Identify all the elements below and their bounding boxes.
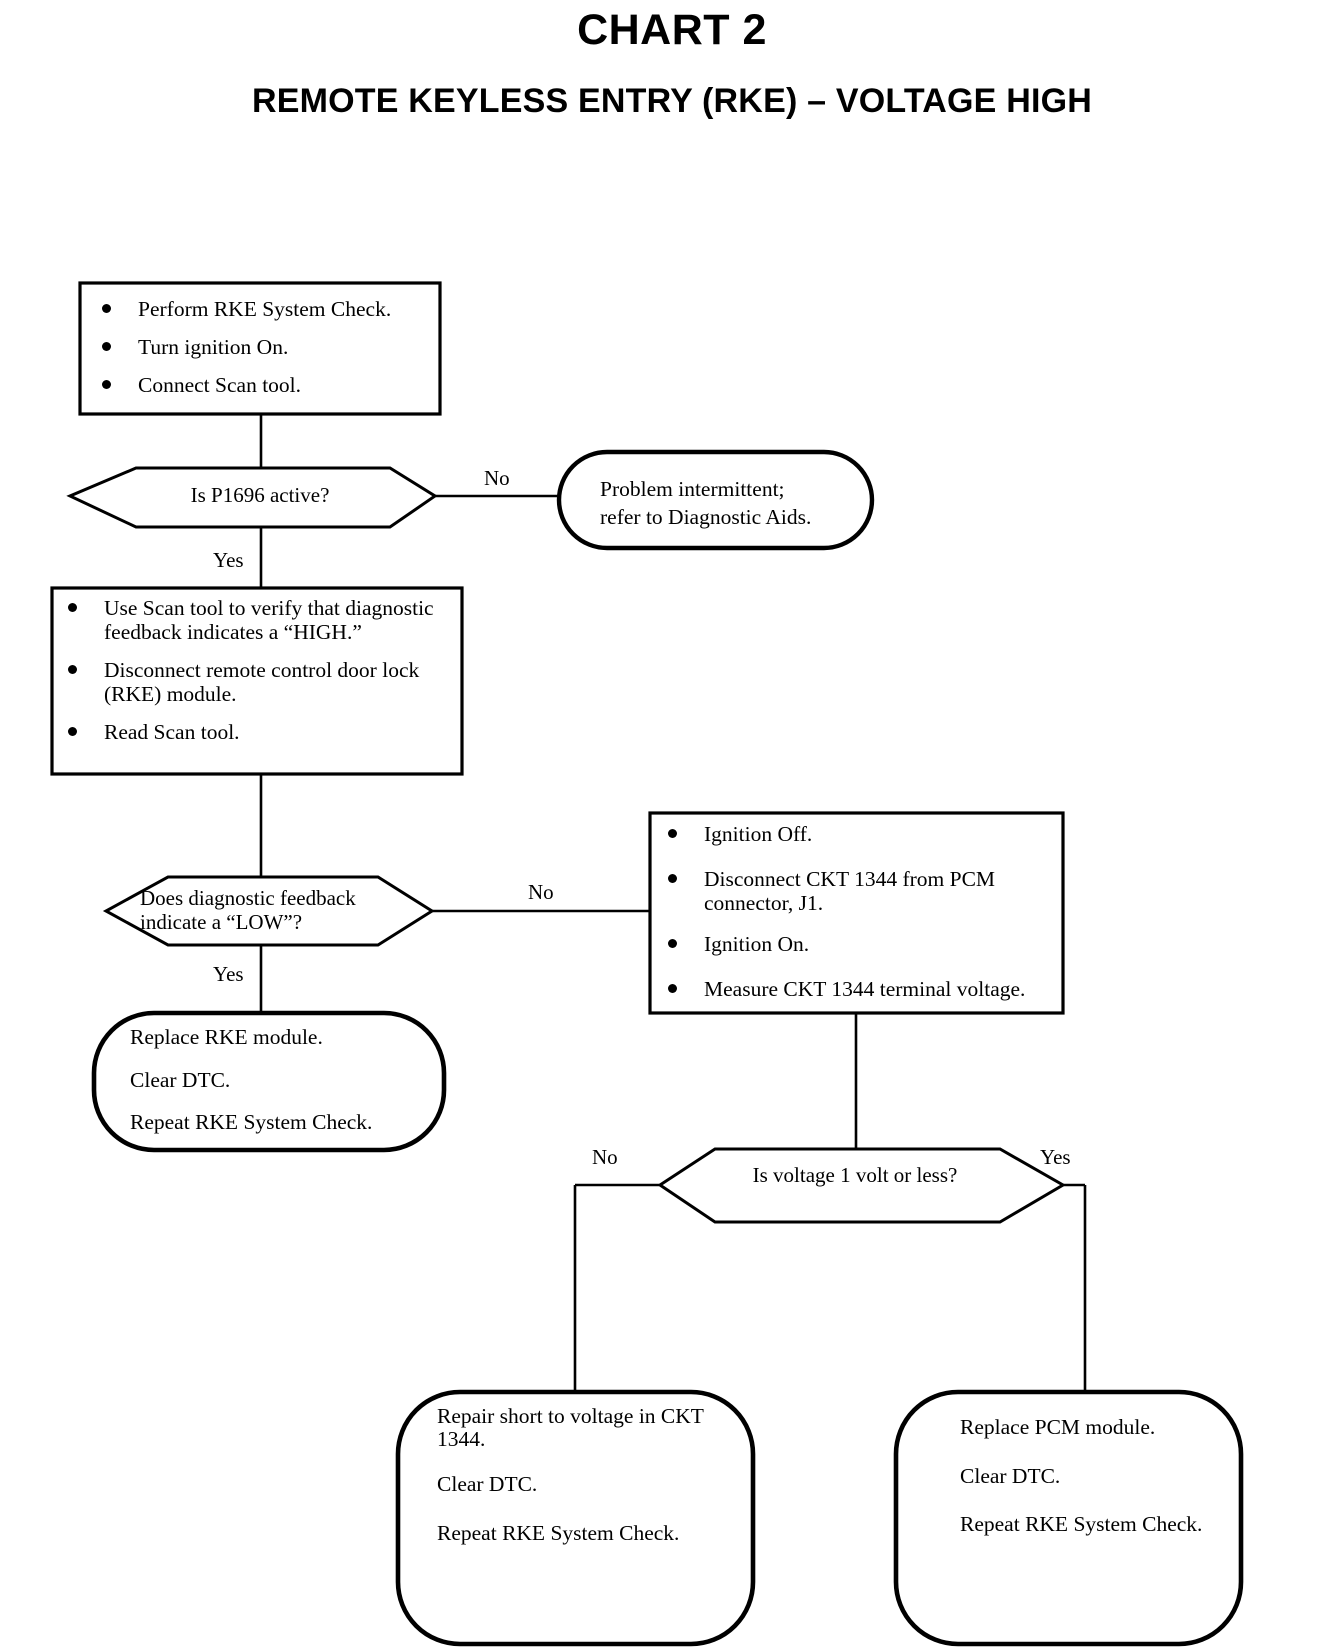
node-terminal-repair-short: Repair short to voltage in CKT 1344. Cle…	[437, 1405, 715, 1546]
node-terminal-replace-pcm: Replace PCM module. Clear DTC. Repeat RK…	[960, 1415, 1240, 1537]
page-title: CHART 2	[577, 6, 767, 54]
shape-step2-box	[50, 586, 464, 776]
list-item: Measure CKT 1344 terminal voltage.	[662, 977, 1062, 1001]
list-item: Use Scan tool to verify that diagnostic …	[62, 596, 460, 644]
step2-bullet-list: Use Scan tool to verify that diagnostic …	[62, 596, 460, 744]
terminal-line: Repeat RKE System Check.	[437, 1520, 680, 1545]
bullet-dot-icon	[668, 984, 677, 994]
edge-label-decision2-no: No	[528, 880, 554, 904]
list-item: Read Scan tool.	[62, 720, 460, 744]
node-step3: Ignition Off. Disconnect CKT 1344 from P…	[662, 822, 1062, 1001]
decision2-line2: indicate a “LOW”?	[140, 910, 303, 935]
terminal-line: Repeat RKE System Check.	[960, 1512, 1203, 1537]
bullet-dot-icon	[102, 304, 111, 313]
node-decision3-label: Is voltage 1 volt or less?	[752, 1163, 958, 1187]
edge-label-decision3-yes: Yes	[1040, 1145, 1071, 1169]
terminal-line: Clear DTC.	[437, 1472, 538, 1497]
terminal-line: Repair short to voltage in CKT 1344.	[437, 1404, 704, 1451]
list-item: Ignition On.	[662, 932, 1062, 956]
terminal-line: refer to Diagnostic Aids.	[600, 504, 812, 529]
bullet-dot-icon	[102, 342, 111, 352]
list-item: Connect Scan tool.	[96, 373, 436, 397]
shape-terminal-replace-rke	[91, 1010, 447, 1153]
terminal-line: Problem intermittent;	[600, 477, 785, 501]
shape-terminal-replace-pcm	[893, 1389, 1244, 1647]
shape-decision1-hexagon	[66, 466, 438, 529]
bullet-dot-icon	[668, 939, 677, 949]
bullet-dot-icon	[102, 380, 111, 390]
bullet-dot-icon	[68, 665, 77, 675]
terminal-line: Clear DTC.	[130, 1067, 231, 1092]
shape-decision2-hexagon	[102, 875, 435, 947]
terminal-line: Replace PCM module.	[960, 1415, 1156, 1439]
bullet-dot-icon	[668, 874, 677, 884]
shape-terminal-repair-short	[395, 1389, 756, 1647]
bullet-dot-icon	[68, 727, 77, 737]
node-step2: Use Scan tool to verify that diagnostic …	[62, 596, 460, 744]
list-item: Disconnect CKT 1344 from PCM connector, …	[662, 867, 1062, 915]
edge-label-decision1-no: No	[484, 466, 510, 490]
list-item: Turn ignition On.	[96, 335, 436, 359]
bullet-dot-icon	[68, 603, 77, 612]
node-decision1-label: Is P1696 active?	[190, 483, 330, 507]
node-terminal-intermittent: Problem intermittent; refer to Diagnosti…	[600, 477, 880, 529]
list-item: Perform RKE System Check.	[96, 297, 436, 321]
edge-label-decision1-yes: Yes	[213, 548, 244, 572]
list-item: Disconnect remote control door lock (RKE…	[62, 658, 460, 706]
bullet-dot-icon	[668, 829, 677, 838]
step3-bullet-list: Ignition Off. Disconnect CKT 1344 from P…	[662, 822, 1062, 1001]
node-step1: Perform RKE System Check. Turn ignition …	[96, 297, 436, 397]
edge-label-decision2-yes: Yes	[213, 962, 244, 986]
terminal-line: Clear DTC.	[960, 1463, 1061, 1488]
list-item: Ignition Off.	[662, 822, 1062, 846]
decision2-line1: Does diagnostic feedback	[140, 886, 356, 910]
edge-label-decision3-no: No	[592, 1145, 618, 1169]
terminal-line: Replace RKE module.	[130, 1025, 323, 1049]
shape-step3-box	[648, 811, 1065, 1015]
page-subtitle: REMOTE KEYLESS ENTRY (RKE) – VOLTAGE HIG…	[251, 82, 1093, 120]
node-decision2-label: Does diagnostic feedback indicate a “LOW…	[140, 886, 410, 934]
step1-bullet-list: Perform RKE System Check. Turn ignition …	[96, 297, 436, 397]
node-terminal-replace-rke: Replace RKE module. Clear DTC. Repeat RK…	[130, 1025, 430, 1135]
shape-terminal-intermittent	[556, 449, 875, 551]
terminal-line: Repeat RKE System Check.	[130, 1110, 373, 1135]
